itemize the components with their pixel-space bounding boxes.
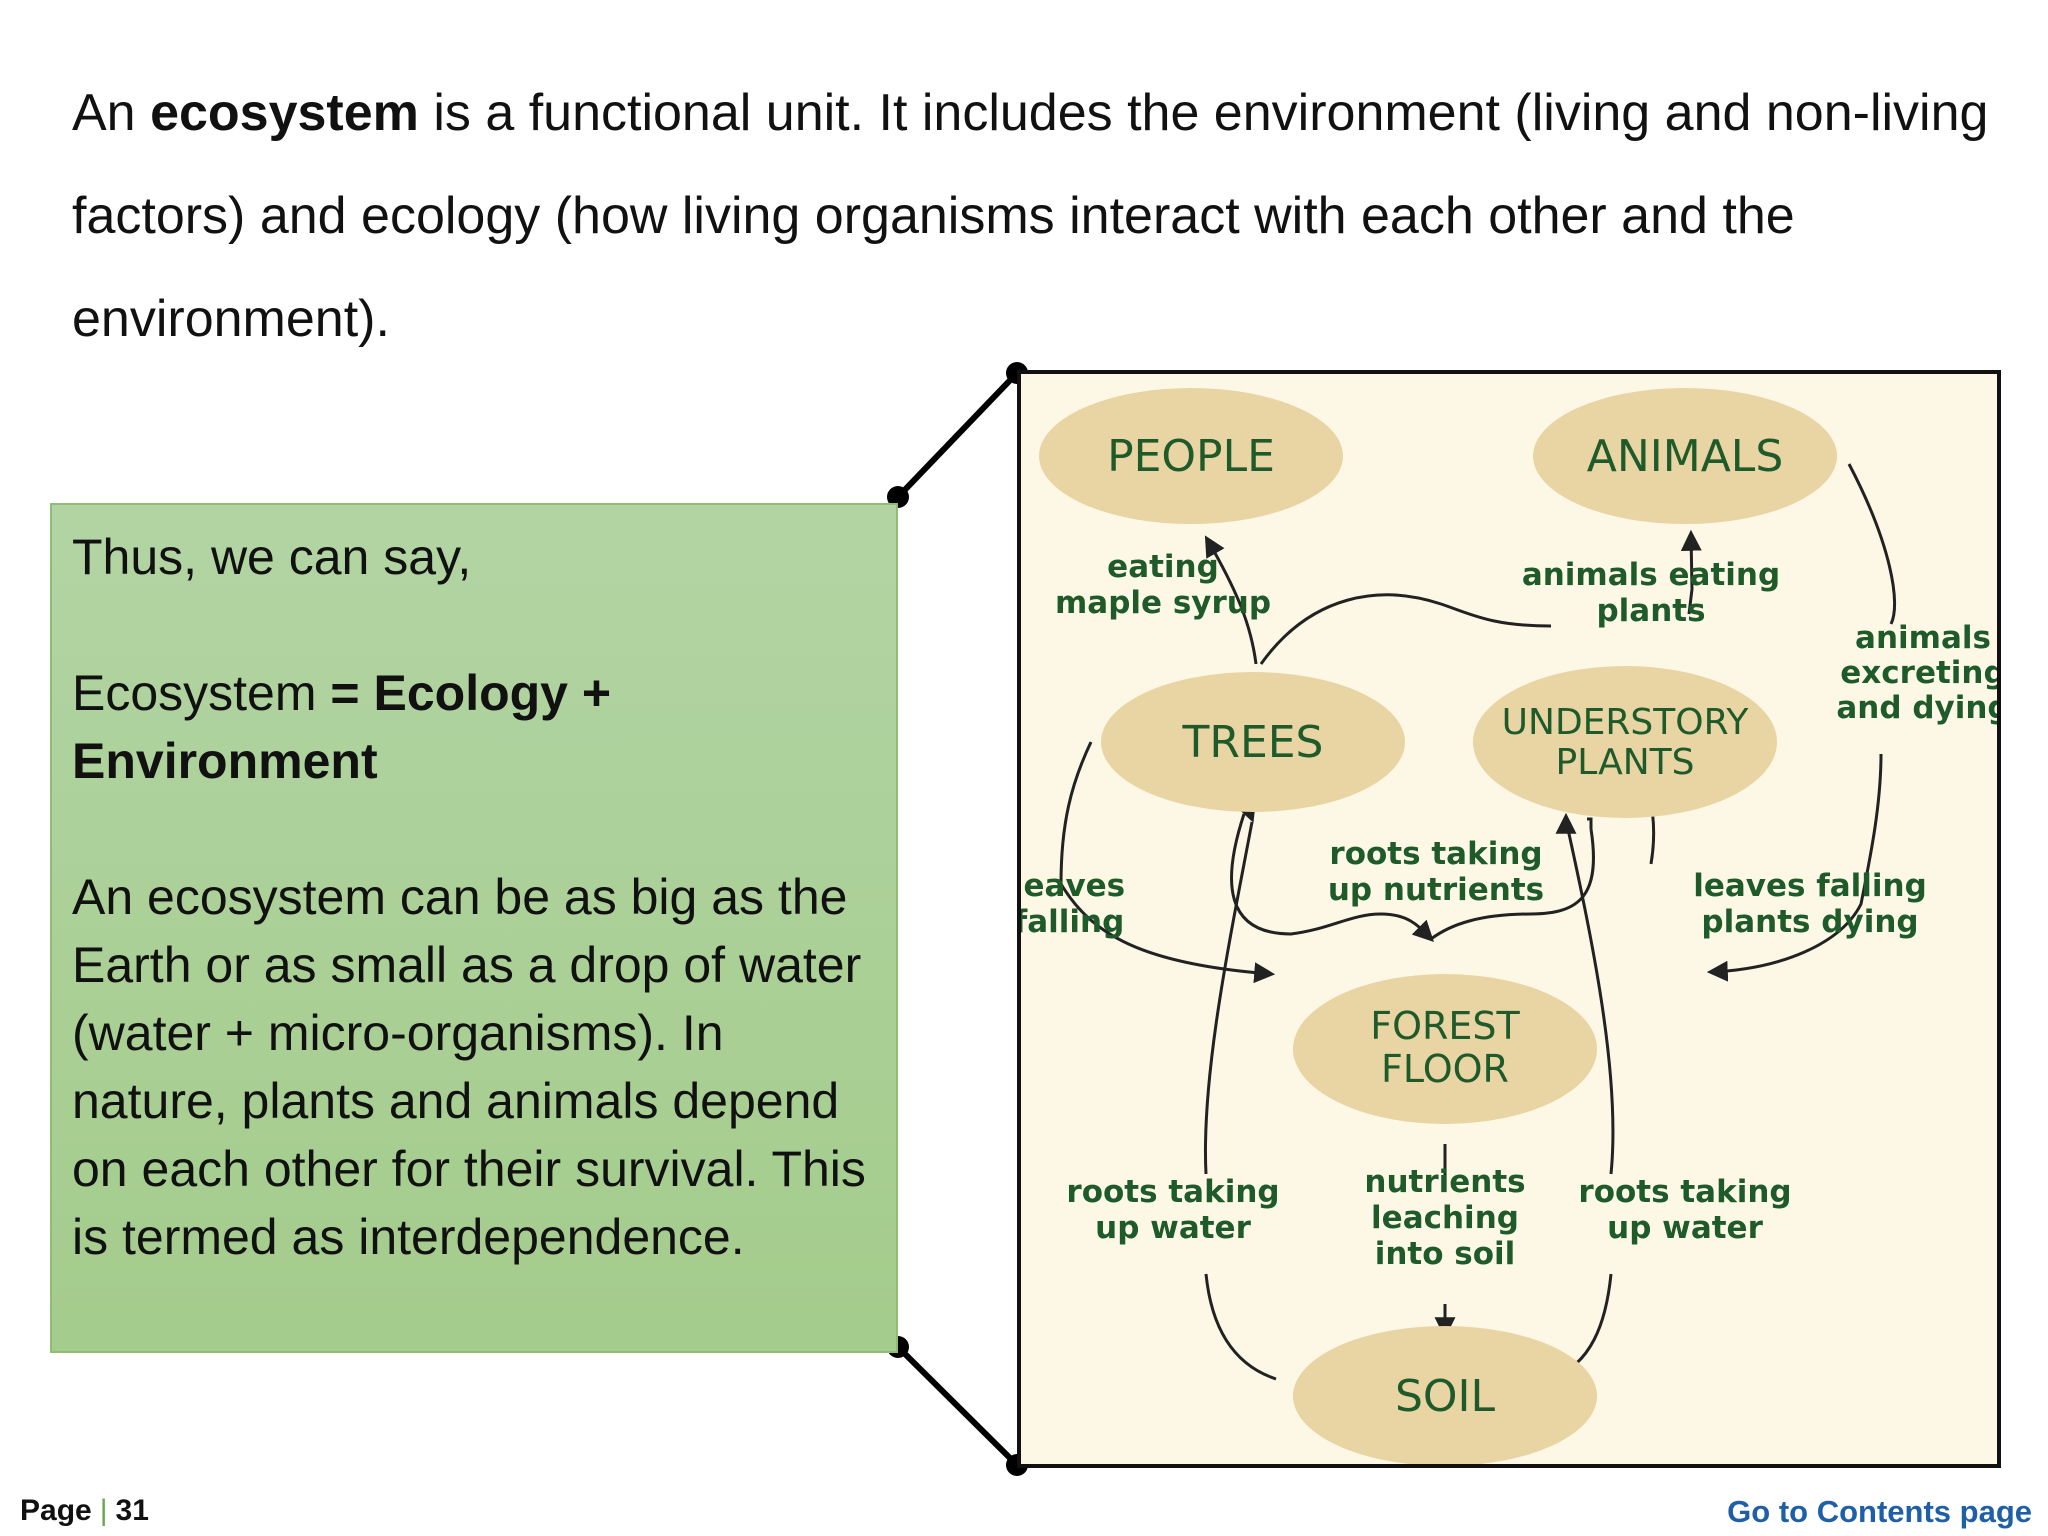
page-label: Page bbox=[20, 1494, 92, 1527]
intro-rest: is a functional unit. It includes the en… bbox=[72, 84, 1989, 348]
edge-label-roots-water-right-2: up water bbox=[1607, 1210, 1763, 1246]
edge-label-excreting-3: and dying bbox=[1836, 690, 1997, 726]
ecosystem-diagram: PEOPLE ANIMALS TREES UNDERSTORY PLANTS F… bbox=[1017, 370, 2001, 1468]
node-trees-label: TREES bbox=[1182, 717, 1324, 768]
edge-label-animals-eating-2: plants bbox=[1596, 593, 1705, 629]
equation-prefix: Ecosystem bbox=[72, 665, 331, 721]
edge-label-eating-1: eating bbox=[1107, 549, 1219, 585]
ecosystem-diagram-svg: PEOPLE ANIMALS TREES UNDERSTORY PLANTS F… bbox=[1021, 388, 1997, 1464]
callout-body: An ecosystem can be as big as the Earth … bbox=[72, 869, 866, 1265]
edge-label-leaching-3: into soil bbox=[1375, 1236, 1516, 1272]
equation-bold: = Ecology + Environment bbox=[72, 665, 612, 789]
node-understory-label-2: PLANTS bbox=[1556, 742, 1695, 783]
edge-label-leaching-1: nutrients bbox=[1364, 1164, 1525, 1200]
edge-label-excreting-2: excreting bbox=[1840, 655, 1997, 691]
edge-label-animals-eating-1: animals eating bbox=[1522, 557, 1780, 593]
node-understory-label-1: UNDERSTORY bbox=[1502, 702, 1750, 743]
node-soil-label: SOIL bbox=[1395, 1371, 1496, 1422]
intro-prefix: An bbox=[72, 84, 151, 142]
page-number: 31 bbox=[115, 1494, 149, 1527]
edge-label-leaching-2: leaching bbox=[1371, 1200, 1519, 1236]
edge-label-roots-nutrients-2: up nutrients bbox=[1328, 872, 1544, 908]
edge-labels: eating maple syrup animals eating plants… bbox=[1021, 549, 1997, 1272]
summary-callout: Thus, we can say, Ecosystem = Ecology + … bbox=[50, 503, 898, 1353]
node-trees: TREES bbox=[1101, 672, 1405, 812]
edge-label-roots-water-left-2: up water bbox=[1095, 1210, 1251, 1246]
edge-label-roots-nutrients-1: roots taking bbox=[1329, 836, 1542, 872]
node-people-label: PEOPLE bbox=[1107, 431, 1275, 482]
edge-label-eating-2: maple syrup bbox=[1055, 585, 1271, 621]
edge-label-leaves-2: falling bbox=[1021, 904, 1124, 940]
callout-intro: Thus, we can say, bbox=[72, 529, 472, 585]
node-animals-label: ANIMALS bbox=[1587, 431, 1784, 482]
edge-label-leaves-1: leaves bbox=[1021, 868, 1125, 904]
contents-link[interactable]: Go to Contents page bbox=[1727, 1494, 2032, 1529]
intro-term: ecosystem bbox=[150, 84, 419, 142]
edge-label-leaves-plants-2: plants dying bbox=[1701, 904, 1918, 940]
edge-label-leaves-plants-1: leaves falling bbox=[1693, 868, 1927, 904]
node-soil: SOIL bbox=[1293, 1326, 1597, 1464]
intro-paragraph: An ecosystem is a functional unit. It in… bbox=[72, 62, 2022, 371]
edge-label-roots-water-right-1: roots taking bbox=[1578, 1174, 1791, 1210]
edge-label-excreting-1: animals bbox=[1855, 620, 1991, 656]
callout-equation: Ecosystem = Ecology + Environment bbox=[72, 659, 876, 795]
node-forest-label-1: FOREST bbox=[1370, 1004, 1520, 1048]
node-understory-plants: UNDERSTORY PLANTS bbox=[1473, 666, 1777, 818]
page-number-footer: Page|31 bbox=[20, 1494, 149, 1528]
node-animals: ANIMALS bbox=[1533, 388, 1837, 524]
diagram-arrows bbox=[1059, 463, 1897, 1381]
node-forest-floor: FOREST FLOOR bbox=[1293, 974, 1597, 1124]
node-people: PEOPLE bbox=[1039, 388, 1343, 524]
edge-label-roots-water-left-1: roots taking bbox=[1066, 1174, 1279, 1210]
node-forest-label-2: FLOOR bbox=[1381, 1047, 1509, 1091]
page-separator: | bbox=[99, 1494, 108, 1527]
